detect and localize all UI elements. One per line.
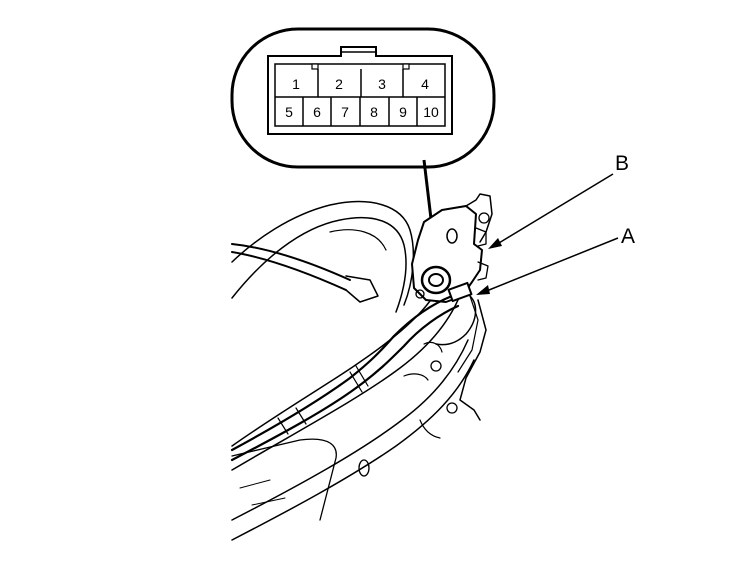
pin-10-label: 10 (423, 104, 439, 120)
pin-4-label: 4 (421, 76, 429, 92)
connector-inset: 1 2 3 4 5 6 7 8 9 10 (230, 27, 496, 169)
pin-1-label: 1 (292, 76, 300, 92)
pin-5-label: 5 (285, 104, 293, 120)
pin-9-label: 9 (399, 104, 407, 120)
callout-a: A (476, 225, 635, 295)
callout-b-label: B (615, 152, 629, 175)
pin-2-label: 2 (335, 76, 343, 92)
pin-6-label: 6 (313, 104, 321, 120)
pin-8-label: 8 (370, 104, 378, 120)
grommet (420, 265, 452, 295)
seat-frame-illustration (230, 193, 493, 541)
callout-b: B (488, 152, 629, 249)
pin-7-label: 7 (341, 104, 349, 120)
pin-3-label: 3 (378, 76, 386, 92)
callout-a-label: A (621, 225, 635, 248)
harness-connector-a (447, 281, 473, 303)
